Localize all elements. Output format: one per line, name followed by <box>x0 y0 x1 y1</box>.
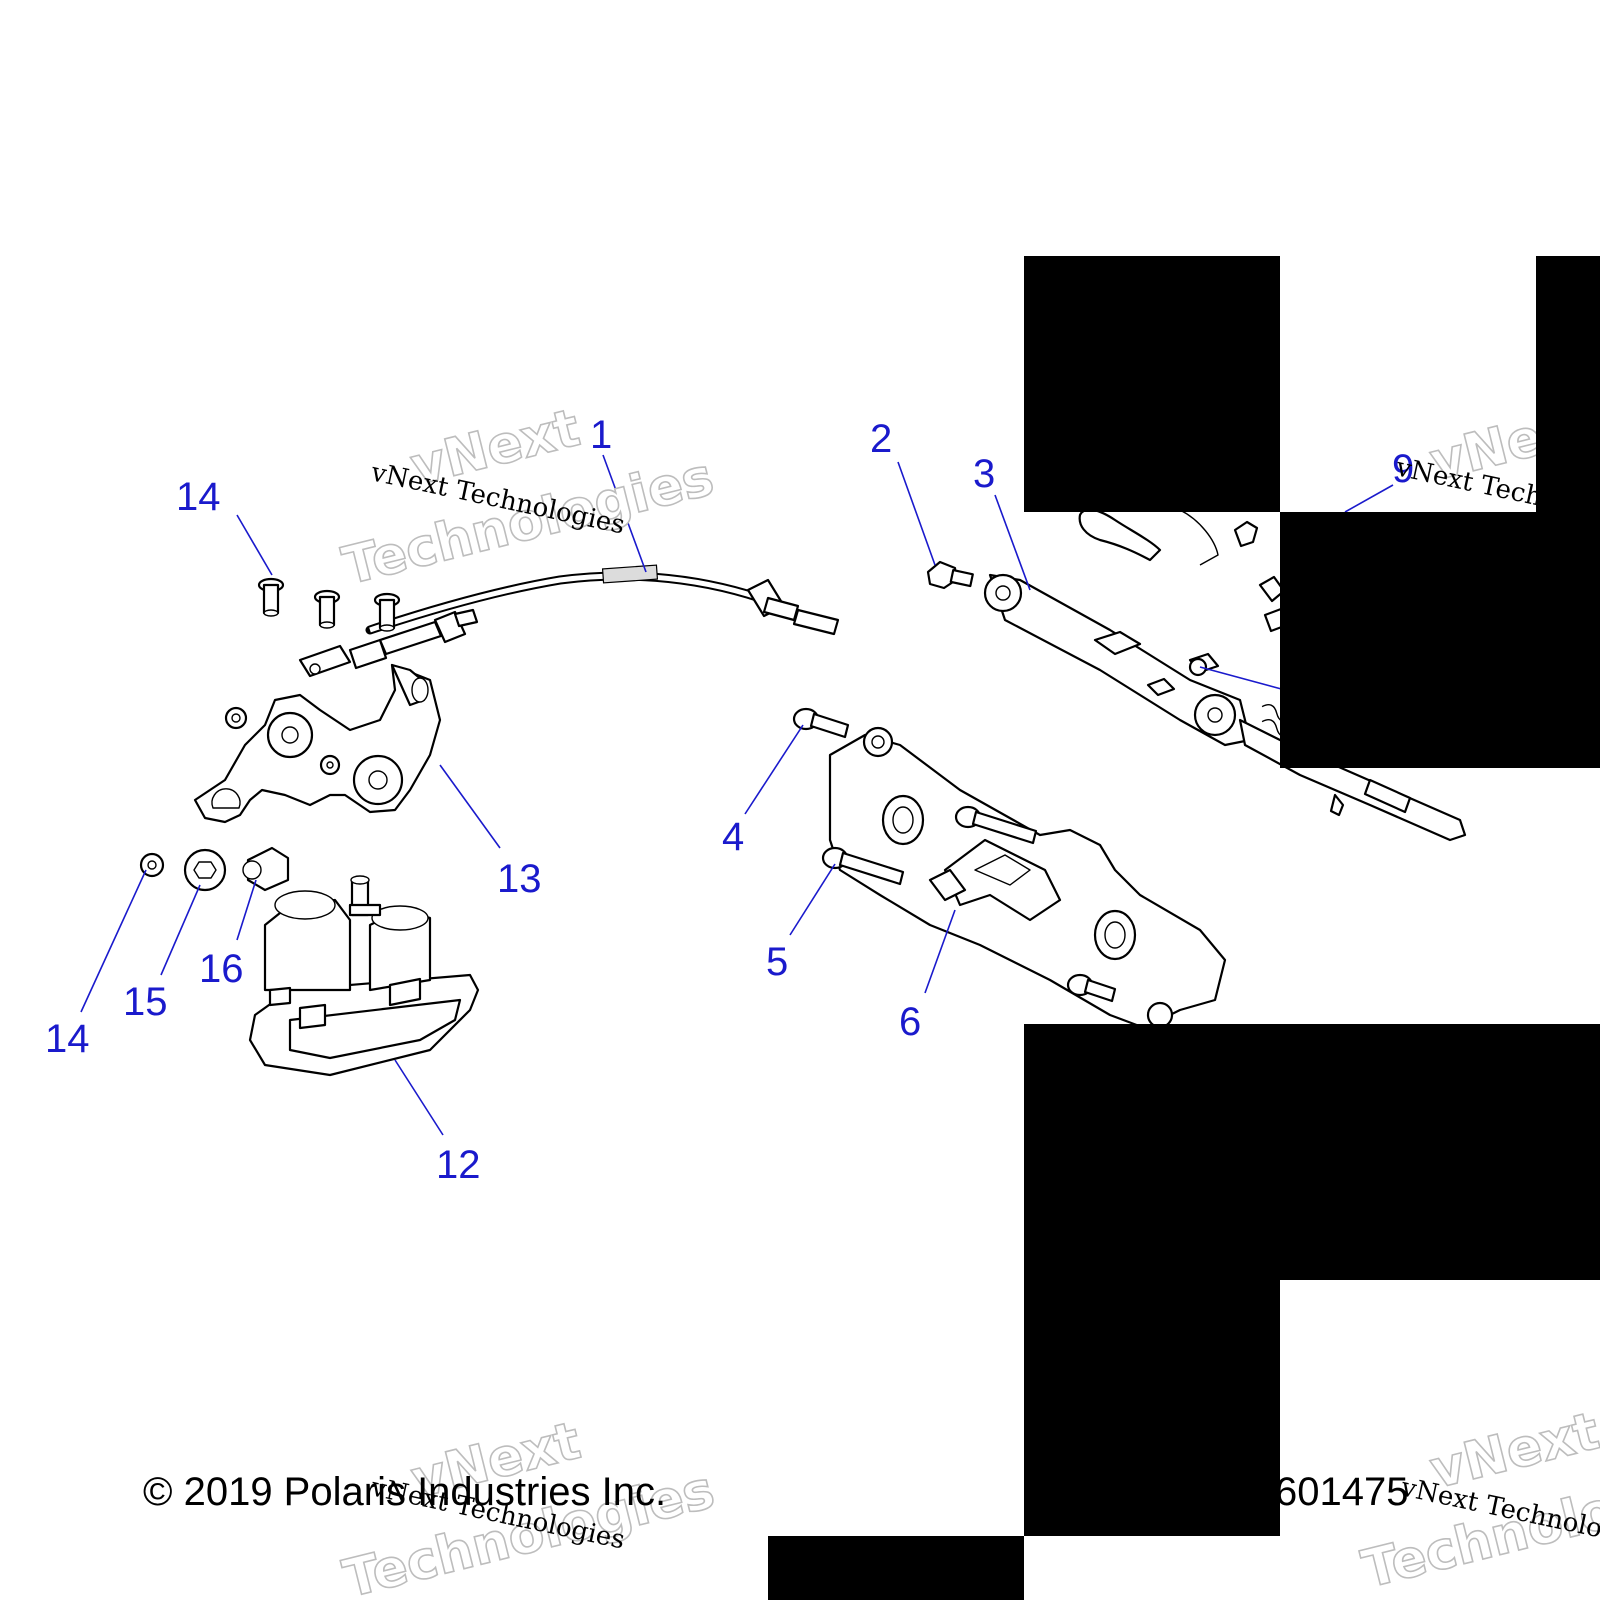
figure-number: 601475 <box>1275 1470 1408 1514</box>
callout-14-top: 14 <box>176 475 221 519</box>
redaction-block <box>1536 256 1600 512</box>
callout-16: 16 <box>199 947 244 991</box>
shift-link <box>983 573 1252 747</box>
callout-4: 4 <box>722 815 744 859</box>
redaction-blocks <box>768 256 1600 1600</box>
shift-bracket <box>193 663 442 824</box>
callout-numbers: 1 2 3 4 5 6 9 12 13 14 14 15 16 <box>45 413 1414 1187</box>
bolt-2 <box>926 560 974 590</box>
callout-5: 5 <box>766 940 788 984</box>
shift-actuator <box>248 875 480 1077</box>
callout-3: 3 <box>973 452 995 496</box>
shift-housing-cover <box>828 726 1227 1032</box>
callout-1: 1 <box>590 413 612 457</box>
small-hardware <box>139 846 290 892</box>
callout-14-bottom: 14 <box>45 1017 90 1061</box>
redaction-block <box>768 1536 1024 1600</box>
callout-9: 9 <box>1392 447 1414 491</box>
redaction-block <box>1024 1024 1600 1280</box>
callout-6: 6 <box>899 1000 921 1044</box>
redaction-block <box>1024 1280 1280 1536</box>
redaction-block <box>1024 256 1280 512</box>
shift-cable <box>298 564 840 678</box>
housing-bolts <box>792 707 1117 1003</box>
callout-13: 13 <box>497 857 542 901</box>
callout-2: 2 <box>870 417 892 461</box>
callout-12: 12 <box>436 1143 481 1187</box>
copyright-text: © 2019 Polaris Industries Inc. <box>143 1470 666 1514</box>
callout-15: 15 <box>123 980 168 1024</box>
redaction-block <box>1280 512 1600 768</box>
rivet-pins <box>257 577 401 632</box>
leader-lines <box>80 454 1394 1136</box>
